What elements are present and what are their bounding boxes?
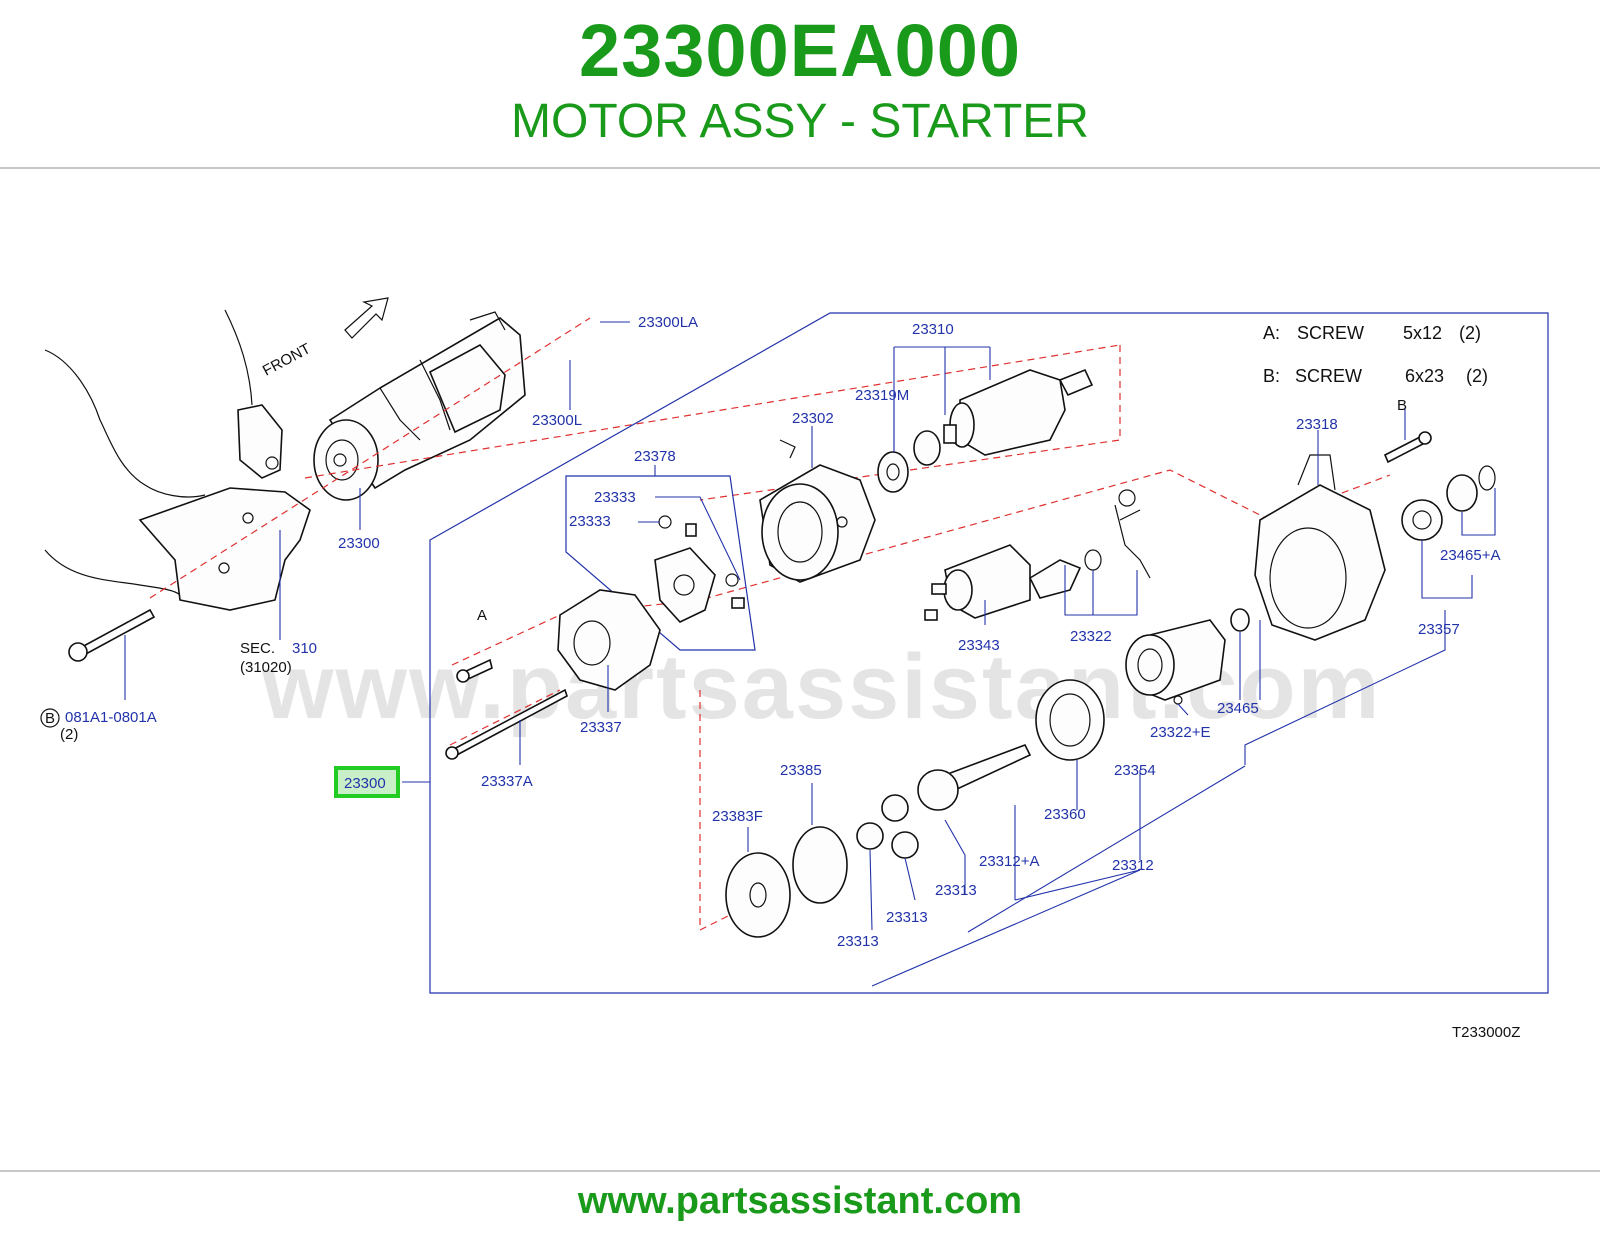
assembly-boundary xyxy=(429,312,1549,994)
rear-cover-part xyxy=(557,589,661,691)
part-description-title: MOTOR ASSY - STARTER xyxy=(511,95,1089,148)
part-label-23322[interactable]: 23322 xyxy=(1070,628,1112,645)
part-label-23337A[interactable]: 23337A xyxy=(481,773,533,790)
screw-b-part xyxy=(1383,431,1432,464)
part-labels: 23300LA 23300L 23300 23310 23319M 23302 … xyxy=(338,314,1500,950)
legend-b-key: B: xyxy=(1263,366,1280,386)
front-housing-part xyxy=(1254,454,1386,641)
part-label-23312A[interactable]: 23312+A xyxy=(979,853,1039,870)
part-label-23318[interactable]: 23318 xyxy=(1296,416,1338,433)
part-label-23322E[interactable]: 23322+E xyxy=(1150,724,1210,741)
part-label-23465A[interactable]: 23465+A xyxy=(1440,547,1500,564)
page-header: 23300EA000 MOTOR ASSY - STARTER xyxy=(0,0,1600,170)
part-label-23360[interactable]: 23360 xyxy=(1044,806,1086,823)
marker-a: A xyxy=(477,607,487,624)
footer-divider xyxy=(0,1170,1600,1172)
legend-b-item: SCREW xyxy=(1295,366,1362,386)
part-label-23310[interactable]: 23310 xyxy=(912,321,954,338)
planet-shaft-part xyxy=(917,743,1032,811)
engine-block-outline xyxy=(44,309,311,611)
armature-part xyxy=(943,368,1094,456)
legend-b-qty: (2) xyxy=(1466,366,1488,386)
front-direction-indicator: FRONT xyxy=(260,297,389,380)
part-label-23312[interactable]: 23312 xyxy=(1112,857,1154,874)
plunger-part xyxy=(1028,549,1102,599)
stop-ring-part xyxy=(1446,474,1478,512)
bearing-part xyxy=(877,451,909,493)
part-label-23385[interactable]: 23385 xyxy=(780,762,822,779)
leader-lines xyxy=(124,321,1496,987)
bolt-qty: (2) xyxy=(60,726,78,743)
selected-part-callout[interactable]: 23300 xyxy=(334,766,400,798)
brush-holder-part xyxy=(654,515,745,623)
clutch-part xyxy=(1125,619,1226,701)
sec-label: SEC. xyxy=(240,640,275,657)
part-label-23465[interactable]: 23465 xyxy=(1217,700,1259,717)
part-label-23313-a[interactable]: 23313 xyxy=(935,882,977,899)
part-label-23383F[interactable]: 23383F xyxy=(712,808,763,825)
packing-ring-part xyxy=(792,826,848,904)
section-reference: SEC. 310 (31020) xyxy=(240,640,317,676)
pinion-gear-part xyxy=(1401,499,1443,541)
selected-part-label[interactable]: 23300 xyxy=(344,775,386,792)
part-label-23319M[interactable]: 23319M xyxy=(855,387,909,404)
yoke-part xyxy=(759,439,876,583)
marker-b: B xyxy=(1397,397,1407,414)
screw-legend: A: SCREW 5x12 (2) B: SCREW 6x23 (2) xyxy=(1263,323,1488,386)
legend-b-size: 6x23 xyxy=(1405,366,1444,386)
starter-motor-illustration xyxy=(313,311,526,501)
part-label-23357[interactable]: 23357 xyxy=(1418,621,1460,638)
legend-a-item: SCREW xyxy=(1297,323,1364,343)
through-bolt-part xyxy=(445,688,568,760)
small-washer-part xyxy=(1230,608,1250,632)
legend-a-qty: (2) xyxy=(1459,323,1481,343)
washer-part xyxy=(913,430,941,466)
bolt-illustration xyxy=(68,608,156,662)
solenoid-part xyxy=(924,544,1031,621)
part-label-23343[interactable]: 23343 xyxy=(958,637,1000,654)
part-label-23337[interactable]: 23337 xyxy=(580,719,622,736)
part-label-23300[interactable]: 23300 xyxy=(338,535,380,552)
brush-holder-box xyxy=(565,475,756,651)
bolt-circle-icon xyxy=(40,708,60,728)
bolt-circle-letter: B xyxy=(45,710,55,727)
part-label-23378[interactable]: 23378 xyxy=(634,448,676,465)
sec-number-link[interactable]: 310 xyxy=(292,640,317,657)
part-label-23302[interactable]: 23302 xyxy=(792,410,834,427)
front-label: FRONT xyxy=(260,340,314,379)
sec-sub-label: (31020) xyxy=(240,659,292,676)
header-divider xyxy=(0,167,1600,169)
part-label-23333-lower[interactable]: 23333 xyxy=(569,513,611,530)
plate-part xyxy=(725,852,791,938)
footer-url-link[interactable]: www.partsassistant.com xyxy=(577,1180,1023,1222)
screw-a-part xyxy=(456,658,493,683)
part-label-23333-upper[interactable]: 23333 xyxy=(594,489,636,506)
part-label-23313-b[interactable]: 23313 xyxy=(886,909,928,926)
legend-a-key: A: xyxy=(1263,323,1280,343)
internal-gear-part xyxy=(1035,679,1105,761)
lever-part xyxy=(1114,489,1151,579)
part-label-23313-c[interactable]: 23313 xyxy=(837,933,879,950)
part-label-081A1-0801A[interactable]: 081A1-0801A xyxy=(65,709,157,726)
part-label-23300LA[interactable]: 23300LA xyxy=(638,314,698,331)
planet-gears-part xyxy=(856,794,919,859)
diagram-code: T233000Z xyxy=(1452,1024,1520,1041)
snap-ring-part xyxy=(1478,465,1496,491)
bolt-reference: B 081A1-0801A (2) xyxy=(40,708,157,743)
part-label-23354[interactable]: 23354 xyxy=(1114,762,1156,779)
legend-a-size: 5x12 xyxy=(1403,323,1442,343)
part-number-title: 23300EA000 xyxy=(578,9,1022,92)
part-label-23300L[interactable]: 23300L xyxy=(532,412,582,429)
selected-part-highlight[interactable] xyxy=(334,766,400,798)
